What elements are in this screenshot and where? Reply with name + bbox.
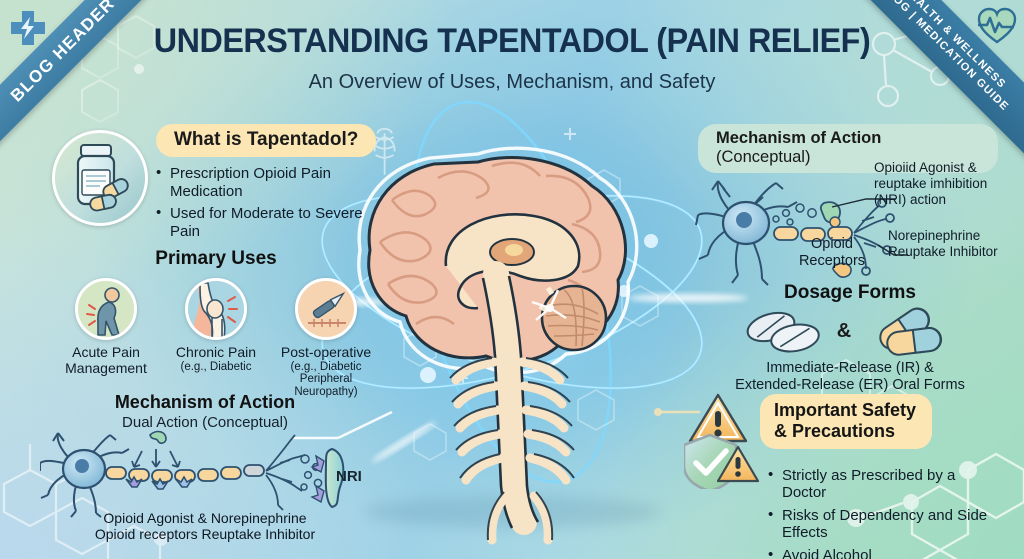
use-label: Chronic Pain (e.g., Diabetic [166,344,266,373]
moa-right-annotation-1: Opioiid Agonist & reuptake imhibition (N… [874,160,988,208]
safety-heading-line2: & Precautions [774,420,896,441]
list-item: Risks of Dependency and Side Effects [768,506,1002,542]
heart-pulse-icon [976,6,1018,51]
safety-heading-line1: Important Safety [774,400,917,420]
page-subtitle: An Overview of Uses, Mechanism, and Safe… [308,71,716,93]
moa-right-heading-bold: Mechanism of Action [716,129,882,147]
moa-left-caption-line1: Opioid Agonist & Norepinephrine [103,510,307,526]
use-label-main: Chronic Pain [175,344,257,360]
medical-cross-bolt-icon [8,8,48,53]
list-item: Prescription Opioid Pain Medication [156,164,382,200]
dosage-caption: Immediate-Release (IR) & Extended-Releas… [700,360,1000,395]
use-label-main: Post-operative [280,344,372,360]
list-item: Used for Moderate to Severe Pain [156,204,382,240]
back-pain-person-icon [75,278,137,340]
moa-right-annotation-2-line1: Norepinephrine [888,228,981,243]
list-item: Strictly as Prescribed by a Doctor [768,466,1002,502]
use-chronic-pain: Chronic Pain (e.g., Diabetic [166,278,266,399]
use-label: Acute Pain Management [65,344,147,376]
moa-left-heading: Mechanism of Action [114,392,296,412]
moa-left-caption-line2: Opioid receptors Reuptake Inhibitor [94,525,316,542]
moa-left-subheading: Dual Action (Conceptual) [122,414,288,431]
scalpel-incision-icon [295,278,357,340]
card-mechanism-right: Mechanism of Action (Conceptual) [695,124,998,290]
dosage-caption-line1: Immediate-Release (IR) & [766,360,934,376]
card-what-is-tapentadol: What is Tapentadol? Prescription Opioid … [52,122,382,245]
capsules-icon [879,307,943,356]
warning-triangle-small-icon [716,445,760,482]
moa-left-nri-label: NRI [336,468,362,485]
card-safety-precautions: Important Safety & Precautions [682,393,1002,559]
dosage-ampersand: & [836,319,852,342]
what-is-bullets: Prescription Opioid Pain Medication Used… [156,164,382,240]
use-label: Post-operative (e.g., Diabetic Periphera… [276,344,376,399]
moa-right-heading: Mechanism of Action (Conceptual) [698,124,998,173]
use-post-operative: Post-operative (e.g., Diabetic Periphera… [276,278,376,399]
brain-and-spinal-cord-icon [357,146,639,545]
pill-bottle-with-capsules-icon [52,130,148,226]
moa-right-annotation-2-wrap: Norepinephrine Reuptake Inhibitor [888,228,1008,260]
warning-triangle-icon [688,393,748,442]
safety-icons [682,393,762,494]
use-label-sub: (e.g., Diabetic [180,360,252,373]
moa-right-receptors-line2: Receptors [798,252,866,269]
moa-right-heading-light: (Conceptual) [716,148,811,166]
dosage-heading: Dosage Forms [784,282,916,303]
list-item: Avoid Alcohol [768,546,1002,559]
moa-right-receptors-line1: Opioid [811,236,853,252]
moa-right-annotation-2-line2: Reuptake Inhibitor [888,244,998,260]
safety-bullets: Strictly as Prescribed by a Doctor Risks… [768,463,1002,559]
moa-right-annotation-1-wrap: Opioiid Agonist & reuptake imhibition (N… [874,160,1002,209]
moa-right-receptors-label-wrap: Opioid Receptors [782,236,882,269]
moa-left-caption: Opioid Agonist & Norepinephrine Opioid r… [40,510,370,542]
card-primary-uses: Primary Uses Acute Pain Management [56,248,376,399]
page-title: UNDERSTANDING TAPENTADOL (PAIN RELIEF) [153,22,871,60]
tablets-icon [746,311,820,353]
dosage-caption-line2: Extended-Release (ER) Oral Forms [735,377,965,394]
safety-heading-box: Important Safety & Precautions [760,394,933,449]
poster-header: UNDERSTANDING TAPENTADOL (PAIN RELIEF) A… [0,22,1024,94]
what-is-heading: What is Tapentadol? [156,124,377,157]
use-label-sub: (e.g., Diabetic Peripheral Neuropathy) [290,360,362,399]
knee-joint-pain-icon [185,278,247,340]
primary-uses-heading: Primary Uses [155,248,277,269]
neuron-receptor-icon [695,180,908,286]
card-mechanism-left: Mechanism of Action Dual Action (Concept… [40,392,370,542]
card-dosage-forms: Dosage Forms & Immediate-Rele [700,282,1000,395]
use-acute-pain: Acute Pain Management [56,278,156,399]
neuron-synapse-dual-action-icon: NRI [40,430,362,518]
